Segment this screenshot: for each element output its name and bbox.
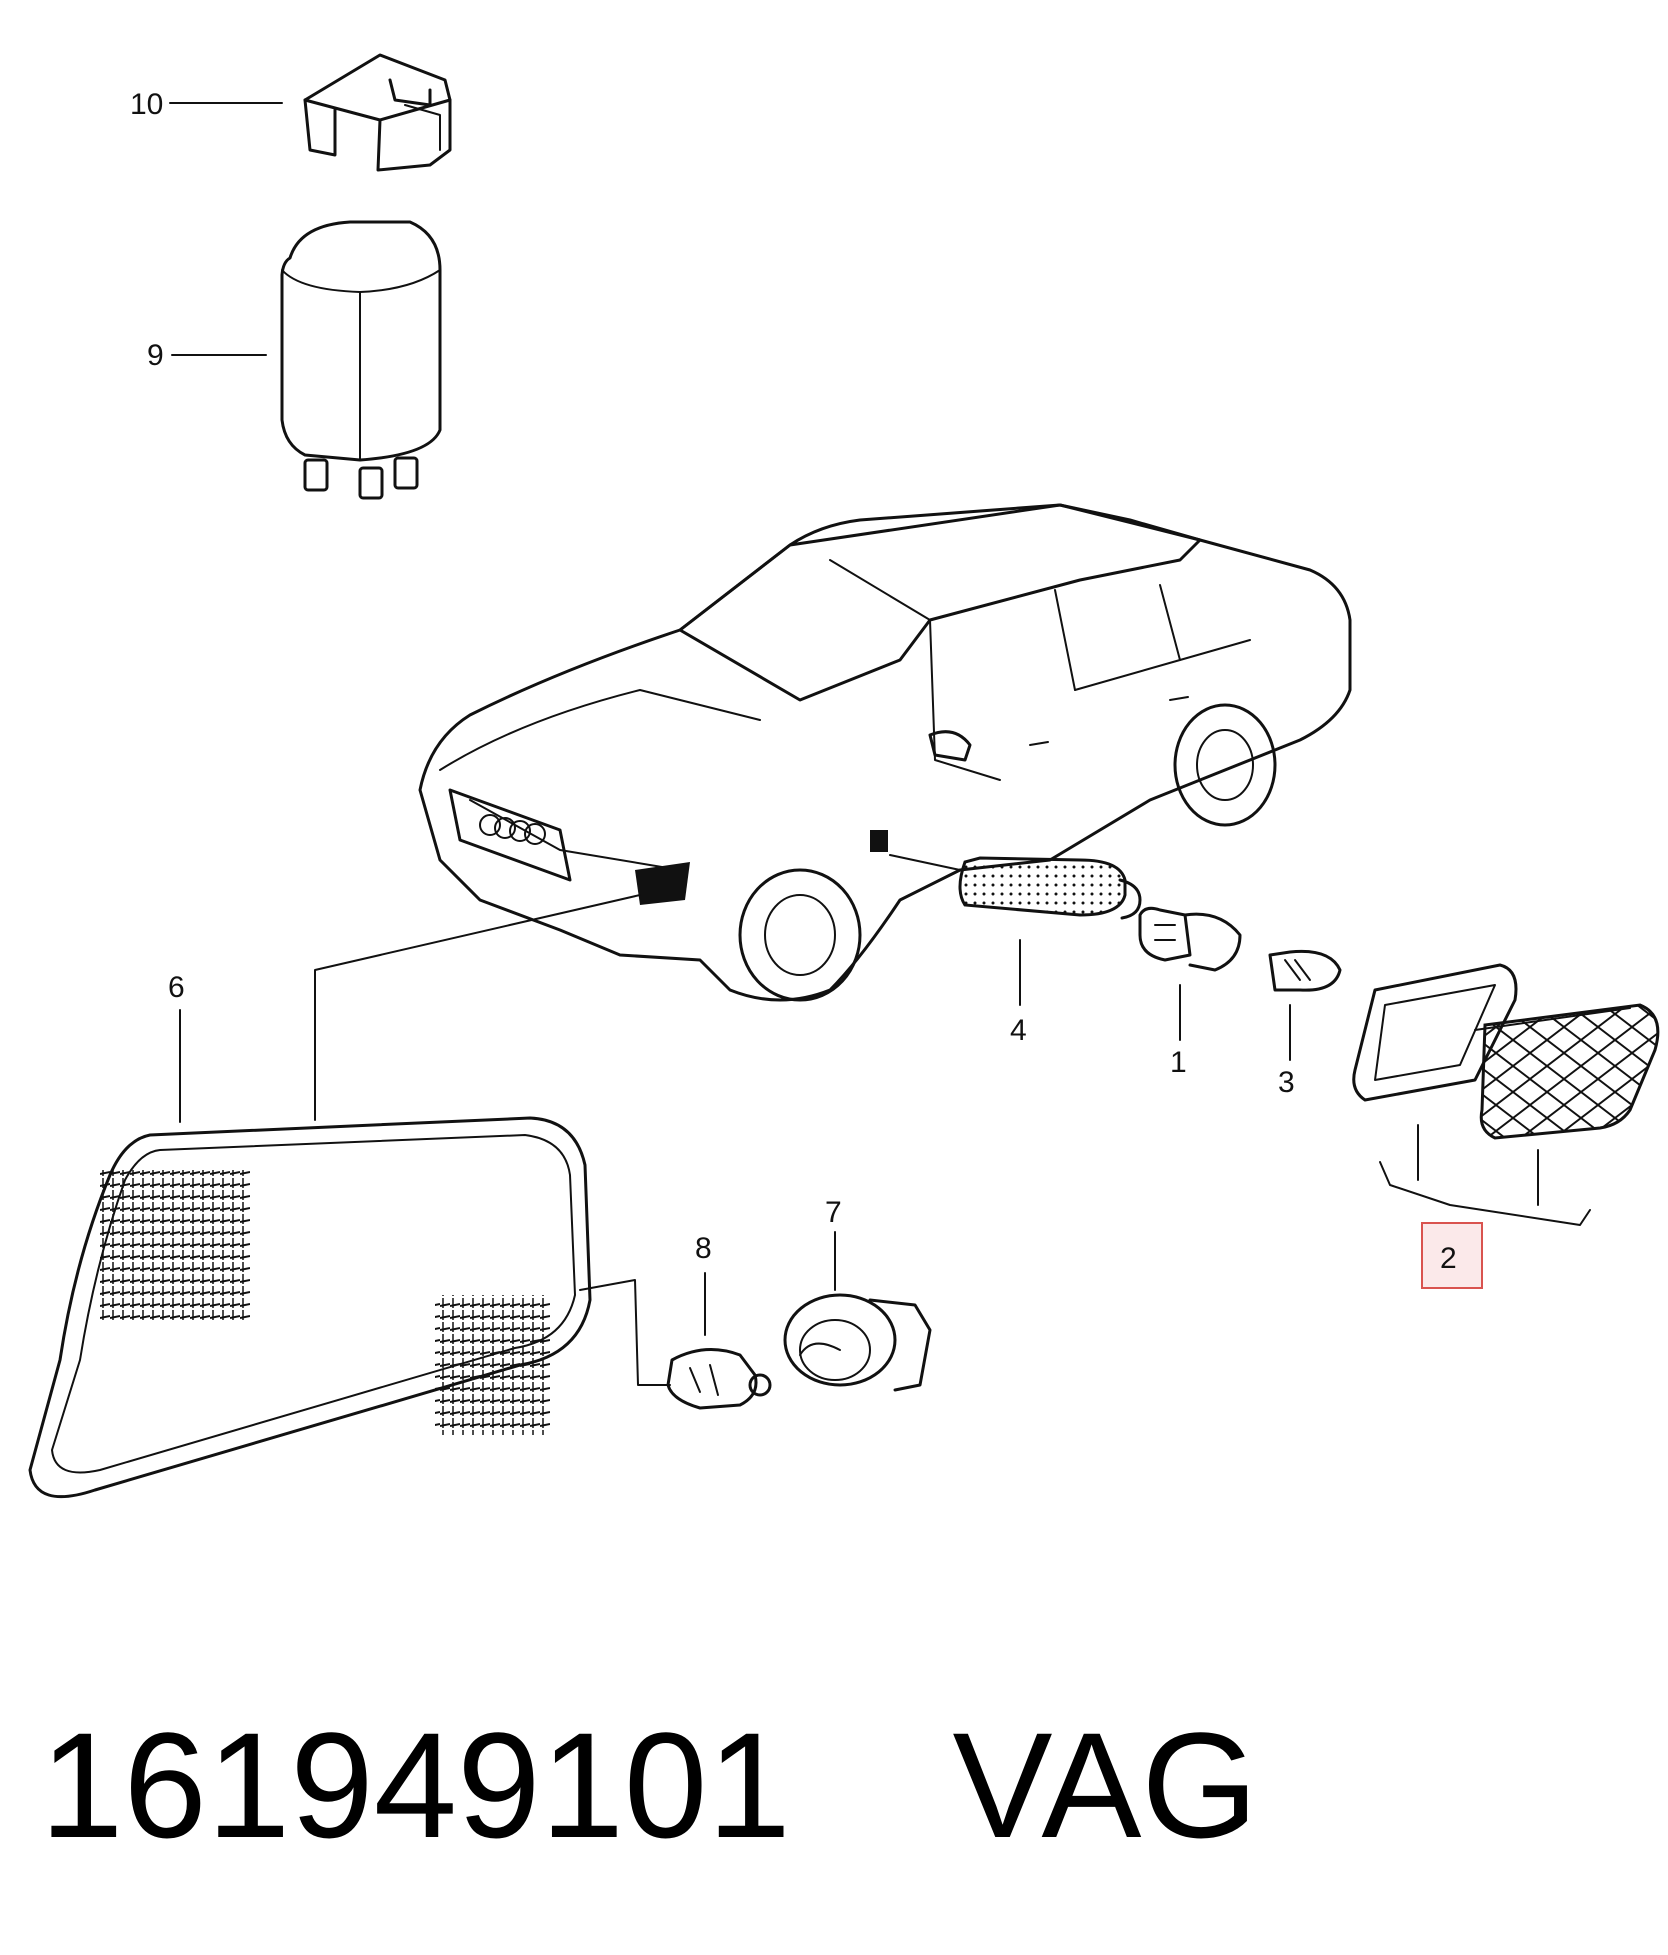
leader-6-to-8: [579, 1279, 671, 1386]
part-8-bulb: [666, 1348, 772, 1410]
part-2-gasket-and-lens: [1352, 963, 1660, 1140]
car-illustration: [418, 503, 1352, 1002]
part-7-bulb-socket: [783, 1293, 932, 1392]
part-4-lamp-housing: [889, 854, 1142, 920]
part-6-indicator-lens: [28, 1116, 592, 1499]
callout-4: 4: [1010, 1014, 1027, 1047]
leader-2: [1379, 1124, 1591, 1226]
callout-2-highlight-box: [1421, 1222, 1483, 1289]
callout-1: 1: [1170, 1046, 1187, 1079]
callout-9: 9: [147, 339, 164, 372]
part-3-wedge-bulb: [1268, 949, 1342, 992]
brand-name: VAG: [952, 1701, 1259, 1869]
callout-6: 6: [168, 971, 185, 1004]
callout-8: 8: [695, 1232, 712, 1265]
callout-10: 10: [130, 88, 163, 121]
callout-3: 3: [1278, 1066, 1295, 1099]
part-number: 161949101: [40, 1701, 791, 1869]
part-number-footer: 161949101 VAG: [40, 1700, 1258, 1870]
part-9-relay: [280, 220, 442, 500]
car-side-marker: [870, 830, 888, 852]
part-1-bulb-holder: [1138, 906, 1242, 972]
part-10-clip-bracket: [303, 53, 452, 172]
car-indicator-lens: [635, 862, 690, 905]
leader-car-to-6: [314, 894, 641, 1121]
callout-2: 2: [1440, 1242, 1457, 1275]
callout-7: 7: [825, 1196, 842, 1229]
